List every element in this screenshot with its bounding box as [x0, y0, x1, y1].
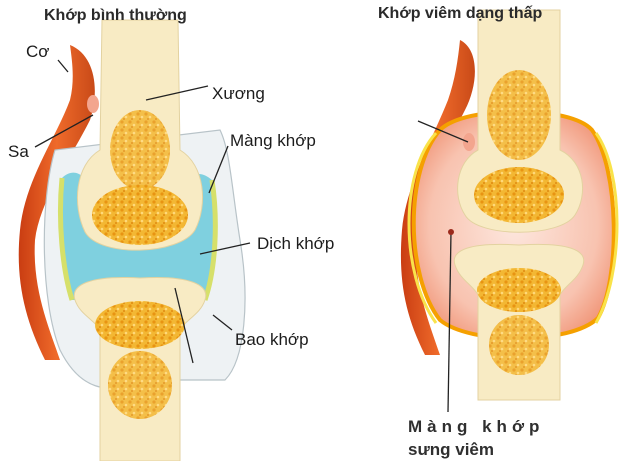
label-membrane: Màng khớp — [230, 131, 316, 150]
label-fluid: Dịch khớp — [257, 234, 335, 253]
title-normal-joint: Khớp bình thường — [44, 7, 187, 24]
normal-membrane-right — [202, 179, 218, 301]
inflamed-upper-marrow-shaft — [487, 70, 551, 160]
inflamed-cartilage — [463, 133, 475, 151]
label-capsule: Bao khớp — [235, 330, 309, 349]
pointer-bone-lower — [174, 287, 194, 364]
label-muscle: Cơ — [26, 42, 50, 61]
title-inflamed-joint: Khớp viêm dạng thấp — [378, 5, 543, 22]
label-inflamed-membrane-line1: Màng khớp — [408, 417, 545, 436]
pointer-inflamed-membrane — [447, 231, 452, 413]
pointer-capsule — [212, 314, 233, 331]
normal-lower-marrow-shaft — [108, 351, 172, 419]
normal-upper-marrow-head — [92, 185, 188, 245]
pointer-membrane — [208, 145, 229, 194]
pointer-cartilage — [34, 114, 94, 148]
inflamed-membrane-edge-right — [594, 132, 619, 324]
inflamed-membrane-edge-left — [407, 131, 438, 324]
normal-joint — [18, 19, 251, 461]
inflamed-joint — [400, 9, 619, 413]
normal-upper-marrow-shaft — [110, 110, 170, 190]
label-inflamed-membrane-line2: sưng viêm — [408, 440, 495, 459]
inflamed-lower-marrow-shaft — [489, 315, 549, 375]
pointer-inflamed-cartilage — [417, 120, 469, 143]
normal-lower-marrow-head — [95, 301, 185, 349]
pointer-inflamed-dot — [448, 229, 454, 235]
label-cartilage: Sa — [8, 142, 29, 161]
inflamed-upper-marrow-head — [474, 167, 564, 223]
label-bone: Xương — [212, 84, 265, 103]
pointer-muscle — [57, 59, 69, 73]
pointer-fluid — [199, 242, 251, 255]
normal-membrane-left — [57, 177, 75, 301]
inflamed-lower-marrow-head — [477, 268, 561, 312]
normal-cartilage — [87, 95, 99, 113]
pointer-bone — [145, 85, 209, 101]
